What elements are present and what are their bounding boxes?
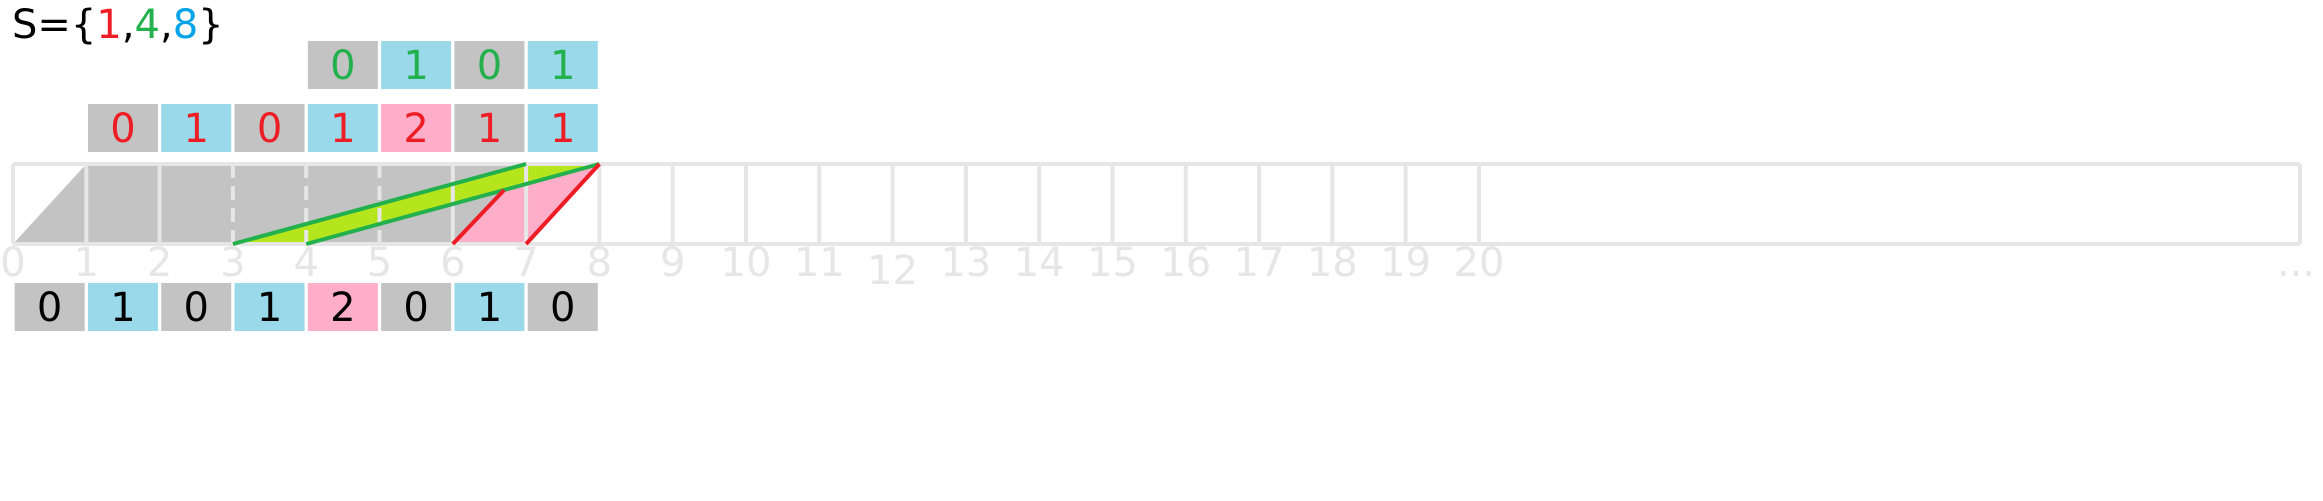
row-bottom-value: 0 <box>184 285 209 331</box>
axis-label: 0 <box>0 240 25 286</box>
axis-label: 4 <box>293 240 318 286</box>
row-middle-box <box>527 104 598 152</box>
row-middle-box <box>234 104 305 152</box>
axis-label: 20 <box>1454 240 1505 286</box>
row-top-box <box>527 41 598 89</box>
axis-label: 5 <box>367 240 392 286</box>
set-title-suffix: } <box>198 2 223 48</box>
row-top-box <box>307 41 378 89</box>
row-bottom-value: 0 <box>550 285 575 331</box>
row-bottom-box <box>527 283 598 331</box>
axis-label: 14 <box>1014 240 1065 286</box>
green-band <box>232 164 600 244</box>
axis-label: ... <box>2277 240 2315 286</box>
row-bottom-value: 0 <box>403 285 428 331</box>
axis-label: 2 <box>147 240 172 286</box>
axis-label: 12 <box>867 248 918 294</box>
red-move-line <box>451 188 506 246</box>
strip-shapes <box>13 164 600 244</box>
row-middle-value: 0 <box>257 106 282 152</box>
set-element-4: 4 <box>135 2 160 48</box>
axis-label: 1 <box>74 240 99 286</box>
green-move-line <box>305 162 600 246</box>
axis-label: 7 <box>513 240 538 286</box>
row-middle-value: 2 <box>403 106 428 152</box>
row-middle-value: 1 <box>550 106 575 152</box>
row-middle-value: 1 <box>477 106 502 152</box>
row-middle-box <box>87 104 158 152</box>
row-bottom-value: 1 <box>257 285 282 331</box>
row-top-value: 1 <box>550 43 575 89</box>
set-title-prefix: S={ <box>12 2 96 48</box>
row-middle-box <box>307 104 378 152</box>
row-top-box <box>454 41 525 89</box>
row-bottom-value: 1 <box>110 285 135 331</box>
set-title: S={1,4,8} <box>12 2 224 48</box>
row-bottom-box <box>307 283 378 331</box>
row-middle-box <box>454 104 525 152</box>
row-bottom-box <box>454 283 525 331</box>
row-middle-box <box>381 104 452 152</box>
axis-label: 11 <box>794 240 845 286</box>
axis-label: 3 <box>220 240 245 286</box>
axis-label: 10 <box>721 240 772 286</box>
red-move-line <box>524 162 601 246</box>
axis-label: 19 <box>1380 240 1431 286</box>
row-bottom-box <box>87 283 158 331</box>
axis-label: 8 <box>587 240 612 286</box>
axis-label: 17 <box>1234 240 1285 286</box>
green-move-line <box>232 162 527 246</box>
row-bottom-box <box>381 283 452 331</box>
set-element-1: 1 <box>96 2 121 48</box>
axis-label: 16 <box>1160 240 1211 286</box>
row-top-box <box>381 41 452 89</box>
axis-label: 15 <box>1087 240 1138 286</box>
row-bottom-box <box>14 283 85 331</box>
row-middle-box <box>161 104 232 152</box>
row-middle-value: 0 <box>110 106 135 152</box>
row-middle-value: 1 <box>184 106 209 152</box>
row-top-value: 1 <box>403 43 428 89</box>
strip-grid <box>11 162 2302 246</box>
set-separator: , <box>160 2 173 48</box>
row-top-value: 0 <box>330 43 355 89</box>
set-separator: , <box>122 2 135 48</box>
row-bottom-value: 1 <box>477 285 502 331</box>
axis-label: 6 <box>440 240 465 286</box>
row-bottom-value: 0 <box>37 285 62 331</box>
axis-label: 18 <box>1307 240 1358 286</box>
row-bottom-box <box>161 283 232 331</box>
row-bottom-box <box>234 283 305 331</box>
row-top-value: 0 <box>477 43 502 89</box>
row-bottom-value: 2 <box>330 285 355 331</box>
set-element-8: 8 <box>173 2 198 48</box>
row-middle-value: 1 <box>330 106 355 152</box>
axis-label: 9 <box>660 240 685 286</box>
axis-label: 13 <box>940 240 991 286</box>
strip-lines <box>232 162 601 246</box>
